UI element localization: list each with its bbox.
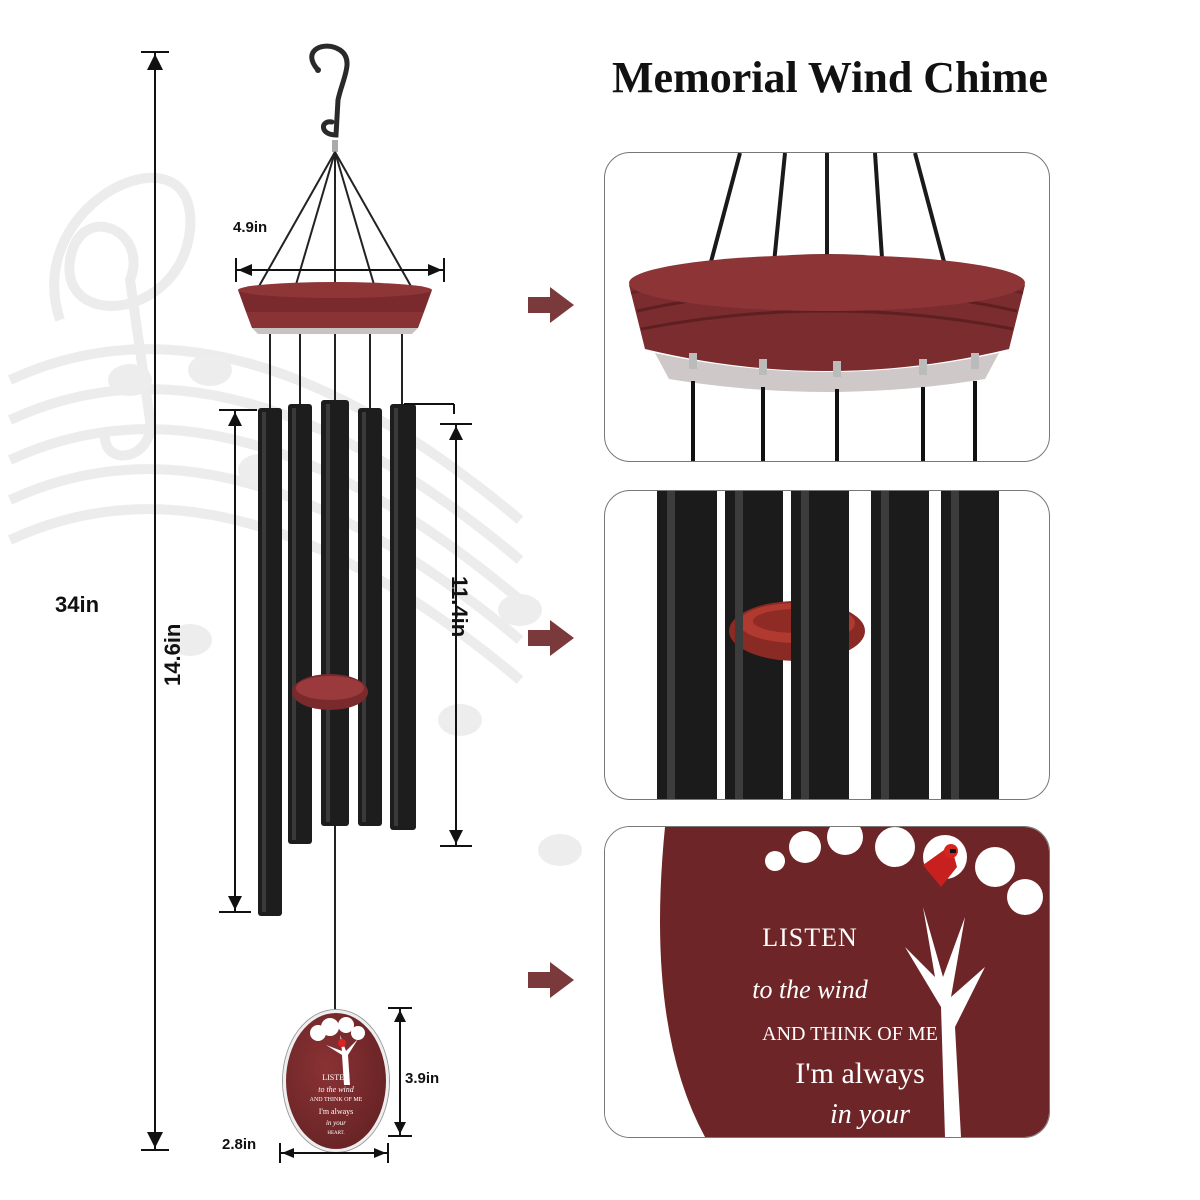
total-height-label: 34in	[55, 592, 100, 617]
sail-height-label: 3.9in	[405, 1070, 440, 1087]
total-height-dimension-line	[141, 51, 169, 1151]
sail-closeup-line5: in your	[829, 1099, 911, 1130]
long-tube-dimension-line	[219, 409, 257, 913]
top-ring-closeup-image	[629, 153, 1025, 461]
sail-text-line3: AND THINK OF ME	[309, 1097, 363, 1103]
sail-text-line4: I'm always	[318, 1107, 354, 1116]
long-tube-label: 14.6in	[160, 623, 185, 686]
arrow-right-icon	[528, 287, 574, 323]
wind-chime-product-image	[238, 43, 432, 1010]
sail-text-line5: in your	[325, 1119, 347, 1127]
sail-closeup-line3: AND THINK OF ME	[762, 1023, 938, 1045]
sail-text-line6: HEART.	[327, 1131, 345, 1136]
sail-closeup-line2: to the wind	[752, 975, 868, 1004]
page-title: Memorial Wind Chime	[612, 53, 1048, 102]
detail-panel-top-ring	[604, 152, 1050, 462]
sail-height-dimension-line	[388, 1007, 412, 1137]
arrow-right-icon	[528, 620, 574, 656]
top-width-dimension-line	[235, 258, 445, 282]
detail-panel-sail: LISTEN to the wind AND THINK OF ME I'm a…	[604, 826, 1050, 1138]
top-width-label: 4.9in	[233, 219, 268, 236]
sail-closeup-line1: LISTEN	[762, 923, 858, 952]
tubes-closeup-image	[657, 491, 999, 799]
arrow-right-icon	[528, 962, 574, 998]
short-tube-label: 11.4in	[447, 576, 472, 638]
sail-text-line1: LISTEN	[322, 1073, 350, 1082]
sail-closeup-line4: I'm always	[795, 1057, 925, 1090]
detail-panel-tubes	[604, 490, 1050, 800]
sail-width-dimension-line	[279, 1143, 389, 1163]
sail-text-line2: to the wind	[318, 1085, 354, 1094]
sail-closeup-image	[605, 827, 1049, 1137]
sail-tree-icon	[310, 1017, 365, 1085]
short-tube-dimension-line	[404, 403, 472, 847]
wind-sail-medallion: LISTEN to the wind AND THINK OF ME I'm a…	[283, 1010, 389, 1152]
sail-width-label: 2.8in	[222, 1136, 257, 1153]
